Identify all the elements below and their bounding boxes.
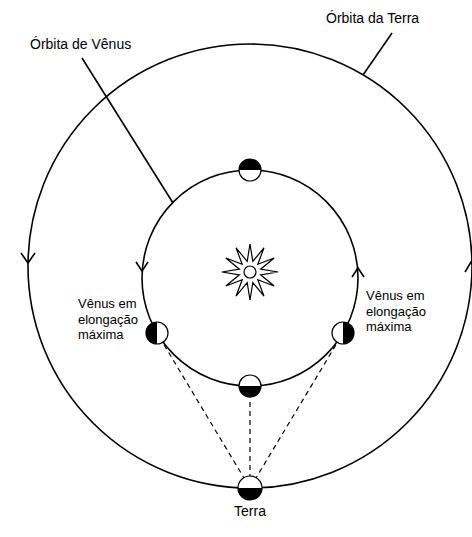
- venus-phase: [239, 386, 261, 397]
- orbit-arrow: [465, 262, 472, 272]
- leader-line: [363, 33, 392, 75]
- venus-orbit: [142, 170, 358, 386]
- venus-phase: [146, 322, 157, 344]
- earth-orbit: [28, 44, 472, 488]
- orbit-arrow: [352, 268, 364, 277]
- sun-symbol: [222, 244, 278, 300]
- leader-line: [82, 58, 173, 203]
- venus-phase: [146, 322, 168, 344]
- sun-symbol: [244, 266, 256, 278]
- orbit-label: Órbita de Vênus: [30, 36, 160, 53]
- venus-label: Vênus em elongação máxima: [366, 288, 448, 335]
- orbit-label: Órbita da Terra: [326, 10, 466, 27]
- sight-line: [249, 386, 250, 488]
- venus-phase: [239, 159, 261, 170]
- sight-line: [250, 333, 343, 488]
- orbit-arrow: [21, 253, 35, 263]
- venus-phase: [343, 322, 354, 344]
- venus-phase: [239, 375, 261, 397]
- venus-phase: [332, 322, 354, 344]
- orbit-arrow: [136, 262, 148, 271]
- earth-phase: [238, 488, 262, 500]
- earth-label: Terra: [200, 503, 300, 520]
- venus-label: Vênus em elongação máxima: [78, 296, 142, 343]
- sight-line: [157, 333, 250, 488]
- earth-phase: [238, 476, 262, 500]
- venus-phase: [239, 159, 261, 181]
